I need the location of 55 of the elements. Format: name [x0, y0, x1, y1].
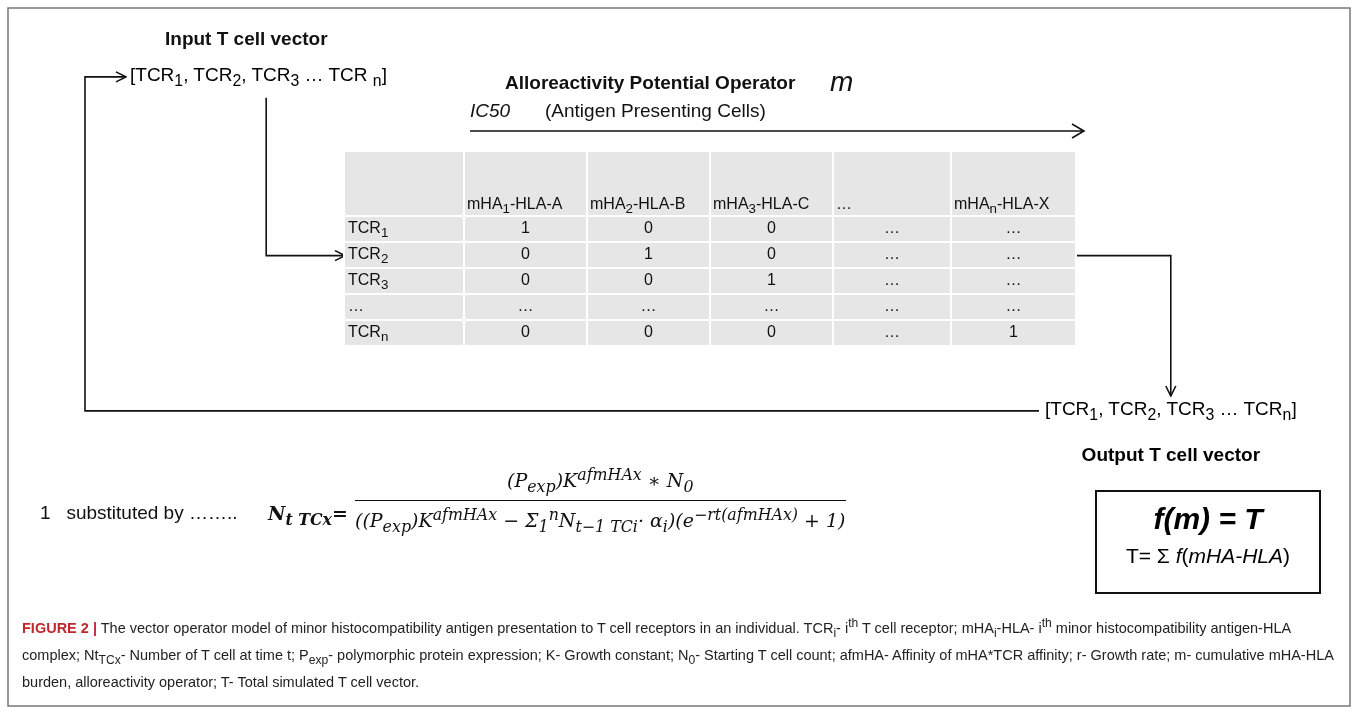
arrow — [265, 97, 346, 262]
table-cell-text: 0 — [643, 323, 654, 341]
table-cell-text: … — [516, 297, 535, 315]
table-cell-text: 0 — [520, 245, 531, 263]
fraction-numerator: (P$_{exp}$)K$^{afmHAx}$ ∗ N$_{0}$ — [506, 465, 695, 499]
subheading: (Antigen Presenting Cells) — [545, 100, 766, 122]
table-cell-text: 0 — [643, 271, 654, 289]
column-header: mHA$_{2}$-HLA-B — [590, 195, 686, 217]
table-cell-text: … — [883, 297, 901, 315]
table-cell-text: … — [883, 219, 901, 237]
variable-label: m — [830, 66, 854, 98]
heading: Input T cell vector — [165, 28, 329, 50]
equation-text: 1 substituted by …….. — [40, 502, 238, 524]
table-cell-text: 0 — [643, 219, 654, 237]
table-cell-text: … — [883, 245, 901, 263]
table-cell-text: 0 — [766, 323, 777, 341]
axis-label: IC50 — [470, 100, 511, 122]
vector-text: [TCR$_{1}$, TCR$_{2}$, TCR$_{3}$ … TCR$_{n}$] — [1045, 398, 1297, 424]
row-header: TCR$_{1}$ — [348, 219, 389, 241]
row-header: TCR$_{3}$ — [348, 271, 389, 293]
column-header: mHA$_{1}$-HLA-A — [467, 195, 563, 217]
table-cell-text: 1 — [1008, 323, 1019, 341]
equation-term: N$_{t TCx}$= — [268, 502, 348, 529]
table-cell-text: … — [1004, 271, 1023, 289]
row-header: TCR$_{2}$ — [348, 245, 389, 267]
fraction-denominator: ((P$_{exp}$)K$^{afmHAx}$ − Σ$_{1}$$^{n}$N$_{t−1 TCi}$· α$_{i}$)(e$^{−rt(afmHAx)}$ + 1) — [355, 500, 846, 537]
heading: Alloreactivity Potential Operator — [505, 72, 796, 94]
vector-text: [TCR$_{1}$, TCR$_{2}$, TCR$_{3}$ … TCR $_{n}$] — [130, 64, 387, 90]
formula-text: f(m) = T — [1153, 502, 1263, 536]
table-cell-text: … — [883, 271, 901, 289]
table-cell-text: … — [883, 323, 901, 341]
table-cell-text: 0 — [520, 271, 531, 289]
column-header: … — [836, 195, 852, 213]
heading: Output T cell vector — [1081, 443, 1261, 466]
table-cell-text: 1 — [520, 219, 531, 237]
table-cell-text: 0 — [520, 323, 531, 341]
column-header: mHA$_{n}$-HLA-X — [954, 195, 1050, 217]
row-header: … — [348, 297, 364, 315]
formula-box — [1095, 490, 1321, 594]
formula-text: T= Σ f(mHA-HLA) — [1125, 544, 1291, 568]
table-cell-text: 0 — [766, 219, 777, 237]
table-cell-text: 1 — [766, 271, 777, 289]
table-cell-text: … — [762, 297, 781, 315]
table — [345, 152, 1075, 345]
arrow — [1074, 254, 1177, 397]
table-cell-text: … — [1004, 245, 1023, 263]
table-cell-text: 1 — [643, 245, 654, 263]
table-cell-text: … — [639, 297, 658, 315]
table-cell-text: … — [1004, 219, 1023, 237]
row-header: TCR$_{n}$ — [348, 323, 389, 345]
caption: FIGURE 2 | The vector operator model of minor histocompatibility antigen presentation to T cell receptors in an individual. TCR$_{i}$- i$^{th}$ T cell receptor; mHA$_{i}$-HLA- i$^{th}$ minor histocompatibility antigen-HLA complex; Nt$_{TCx}$- Number of T cell at time t; P$_{exp}$- polymorphic protein expression; K- Growth constant; N$_{0}$- Starting T cell count; afmHA- Affinity of mHA*TCR affinity; r- Growth rate; m- cumulative mHA-HLA burden, alloreactivity operator; T- Total simulated T cell vector. — [22, 615, 1335, 692]
column-header: mHA$_{3}$-HLA-C — [713, 195, 810, 217]
arrow — [84, 71, 1040, 412]
table-cell-text: 0 — [766, 245, 777, 263]
table-cell-text: … — [1004, 297, 1023, 315]
